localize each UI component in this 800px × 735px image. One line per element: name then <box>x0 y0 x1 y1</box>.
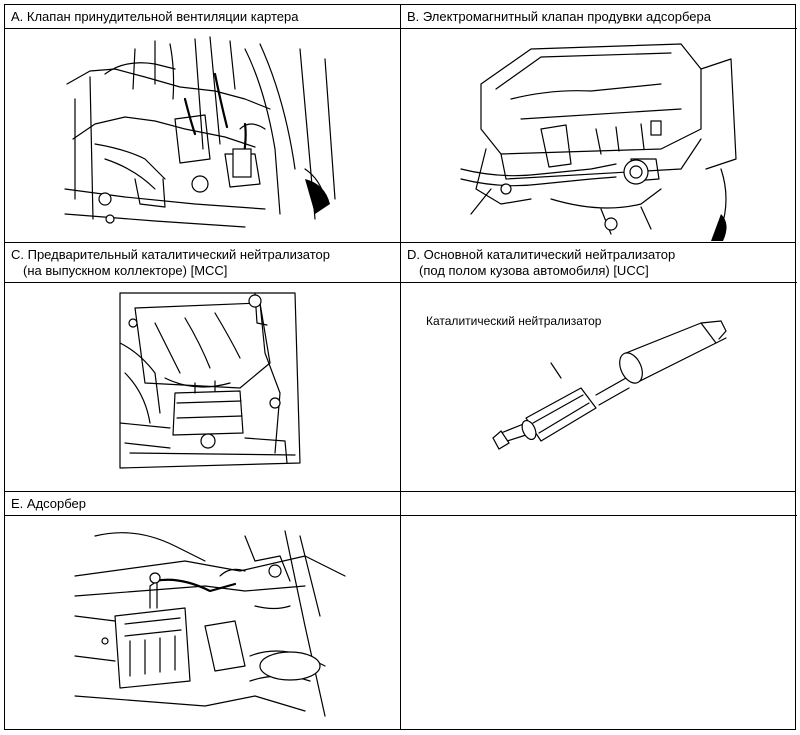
panel-b: B. Электромагнитный клапан продувки адсо… <box>401 5 797 242</box>
figure-table: A. Клапан принудительной вентиляции карт… <box>4 4 797 731</box>
panel-a: A. Клапан принудительной вентиляции карт… <box>5 5 400 242</box>
panel-c-caption-line2: (на выпускном коллекторе) [MCC] <box>23 263 228 278</box>
panel-e-caption: E. Адсорбер <box>5 492 400 516</box>
purge-solenoid-drawing <box>401 29 797 242</box>
panel-c-caption: C. Предварительный каталитический нейтра… <box>5 243 400 283</box>
converter-callout-label: Каталитический нейтрализатор <box>426 314 602 328</box>
panel-f-empty <box>401 492 797 731</box>
panel-d-caption-line1: D. Основной каталитический нейтрализатор <box>407 247 676 262</box>
manifold-converter-drawing <box>5 283 400 491</box>
panel-d-caption: D. Основной каталитический нейтрализатор… <box>401 243 797 283</box>
panel-e: E. Адсорбер <box>5 492 400 731</box>
panel-b-caption: B. Электромагнитный клапан продувки адсо… <box>401 5 797 29</box>
row-divider-1 <box>5 242 795 243</box>
panel-c: C. Предварительный каталитический нейтра… <box>5 243 400 491</box>
panel-f-caption <box>401 492 797 516</box>
row-divider-2 <box>5 491 795 492</box>
underfloor-converter-drawing: Каталитический нейтрализатор <box>401 283 797 491</box>
pcv-valve-drawing <box>5 29 400 242</box>
panel-d-caption-line2: (под полом кузова автомобиля) [UCC] <box>419 263 649 278</box>
panel-c-caption-line1: C. Предварительный каталитический нейтра… <box>11 247 331 262</box>
panel-d: D. Основной каталитический нейтрализатор… <box>401 243 797 491</box>
panel-a-caption: A. Клапан принудительной вентиляции карт… <box>5 5 400 29</box>
column-divider <box>400 5 401 729</box>
canister-drawing <box>5 516 400 731</box>
